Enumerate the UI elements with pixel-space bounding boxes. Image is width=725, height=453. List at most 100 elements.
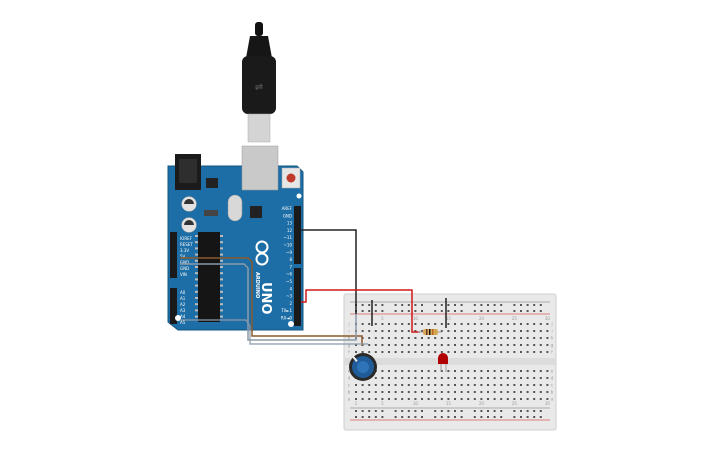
breadboard-hole[interactable] <box>533 344 536 346</box>
breadboard-hole[interactable] <box>467 337 470 339</box>
rail-hole[interactable] <box>539 416 542 418</box>
breadboard-hole[interactable] <box>414 398 417 400</box>
breadboard-hole[interactable] <box>467 351 470 353</box>
rail-hole[interactable] <box>421 416 423 418</box>
breadboard-hole[interactable] <box>546 330 549 332</box>
breadboard-hole[interactable] <box>487 330 489 332</box>
rail-hole[interactable] <box>407 310 410 312</box>
breadboard-hole[interactable] <box>368 323 371 325</box>
breadboard-hole[interactable] <box>381 351 384 353</box>
breadboard-hole[interactable] <box>546 384 549 386</box>
rail-hole[interactable] <box>520 410 522 412</box>
rail-hole[interactable] <box>440 410 443 412</box>
breadboard-hole[interactable] <box>467 377 470 379</box>
breadboard-hole[interactable] <box>434 370 437 372</box>
breadboard-hole[interactable] <box>427 337 430 339</box>
breadboard-hole[interactable] <box>421 330 423 332</box>
rail-hole[interactable] <box>539 410 542 412</box>
breadboard-hole[interactable] <box>520 391 522 393</box>
rail-hole[interactable] <box>414 304 417 306</box>
breadboard-hole[interactable] <box>513 377 516 379</box>
rail-hole[interactable] <box>513 416 516 418</box>
breadboard-hole[interactable] <box>473 391 476 393</box>
breadboard-hole[interactable] <box>513 384 516 386</box>
rail-hole[interactable] <box>361 310 364 312</box>
breadboard-hole[interactable] <box>368 337 371 339</box>
resistor[interactable] <box>418 329 442 335</box>
breadboard-hole[interactable] <box>533 370 536 372</box>
breadboard-hole[interactable] <box>513 323 516 325</box>
breadboard-hole[interactable] <box>447 337 450 339</box>
breadboard-hole[interactable] <box>427 384 430 386</box>
rail-hole[interactable] <box>487 310 489 312</box>
breadboard-hole[interactable] <box>414 391 417 393</box>
breadboard-hole[interactable] <box>493 344 496 346</box>
rail-hole[interactable] <box>460 310 463 312</box>
rail-hole[interactable] <box>374 310 377 312</box>
rail-hole[interactable] <box>487 416 489 418</box>
rail-hole[interactable] <box>355 416 357 418</box>
breadboard-hole[interactable] <box>500 391 503 393</box>
breadboard-hole[interactable] <box>467 384 470 386</box>
breadboard-hole[interactable] <box>414 377 417 379</box>
rail-hole[interactable] <box>355 410 357 412</box>
breadboard-hole[interactable] <box>374 344 377 346</box>
breadboard-hole[interactable] <box>460 337 463 339</box>
breadboard-hole[interactable] <box>467 370 470 372</box>
breadboard-hole[interactable] <box>355 344 357 346</box>
breadboard-hole[interactable] <box>388 384 390 386</box>
breadboard-hole[interactable] <box>394 323 397 325</box>
rail-hole[interactable] <box>526 304 529 306</box>
breadboard-hole[interactable] <box>539 384 542 386</box>
rail-hole[interactable] <box>500 416 503 418</box>
breadboard-hole[interactable] <box>421 384 423 386</box>
breadboard-hole[interactable] <box>447 351 450 353</box>
breadboard-hole[interactable] <box>480 370 483 372</box>
breadboard-hole[interactable] <box>434 337 437 339</box>
breadboard-hole[interactable] <box>368 391 371 393</box>
breadboard-hole[interactable] <box>520 370 522 372</box>
breadboard-hole[interactable] <box>520 377 522 379</box>
breadboard-hole[interactable] <box>401 377 404 379</box>
breadboard-hole[interactable] <box>487 351 489 353</box>
breadboard-hole[interactable] <box>427 344 430 346</box>
breadboard-hole[interactable] <box>434 377 437 379</box>
breadboard-hole[interactable] <box>394 337 397 339</box>
rail-hole[interactable] <box>440 416 443 418</box>
breadboard-hole[interactable] <box>506 323 509 325</box>
rail-hole[interactable] <box>394 416 397 418</box>
breadboard-hole[interactable] <box>526 377 529 379</box>
breadboard-hole[interactable] <box>407 391 410 393</box>
breadboard-hole[interactable] <box>539 391 542 393</box>
breadboard-holes[interactable] <box>355 304 549 418</box>
rail-hole[interactable] <box>381 416 384 418</box>
breadboard-hole[interactable] <box>454 351 456 353</box>
breadboard-hole[interactable] <box>374 398 377 400</box>
breadboard-hole[interactable] <box>500 384 503 386</box>
breadboard-hole[interactable] <box>381 330 384 332</box>
breadboard-hole[interactable] <box>473 398 476 400</box>
rail-hole[interactable] <box>368 304 371 306</box>
rail-hole[interactable] <box>434 416 437 418</box>
breadboard-hole[interactable] <box>520 351 522 353</box>
rail-hole[interactable] <box>394 410 397 412</box>
breadboard-hole[interactable] <box>460 330 463 332</box>
breadboard-hole[interactable] <box>454 337 456 339</box>
breadboard-hole[interactable] <box>500 337 503 339</box>
rail-hole[interactable] <box>440 310 443 312</box>
breadboard-hole[interactable] <box>447 398 450 400</box>
wire-a0-gray[interactable] <box>180 263 357 341</box>
breadboard-hole[interactable] <box>493 370 496 372</box>
breadboard-hole[interactable] <box>546 351 549 353</box>
breadboard-hole[interactable] <box>394 351 397 353</box>
rail-hole[interactable] <box>539 304 542 306</box>
breadboard-hole[interactable] <box>506 384 509 386</box>
power-header[interactable] <box>170 232 177 278</box>
breadboard-hole[interactable] <box>533 391 536 393</box>
breadboard-hole[interactable] <box>506 351 509 353</box>
rail-hole[interactable] <box>401 304 404 306</box>
breadboard-hole[interactable] <box>526 370 529 372</box>
breadboard-hole[interactable] <box>513 337 516 339</box>
breadboard-hole[interactable] <box>388 391 390 393</box>
breadboard-hole[interactable] <box>506 337 509 339</box>
